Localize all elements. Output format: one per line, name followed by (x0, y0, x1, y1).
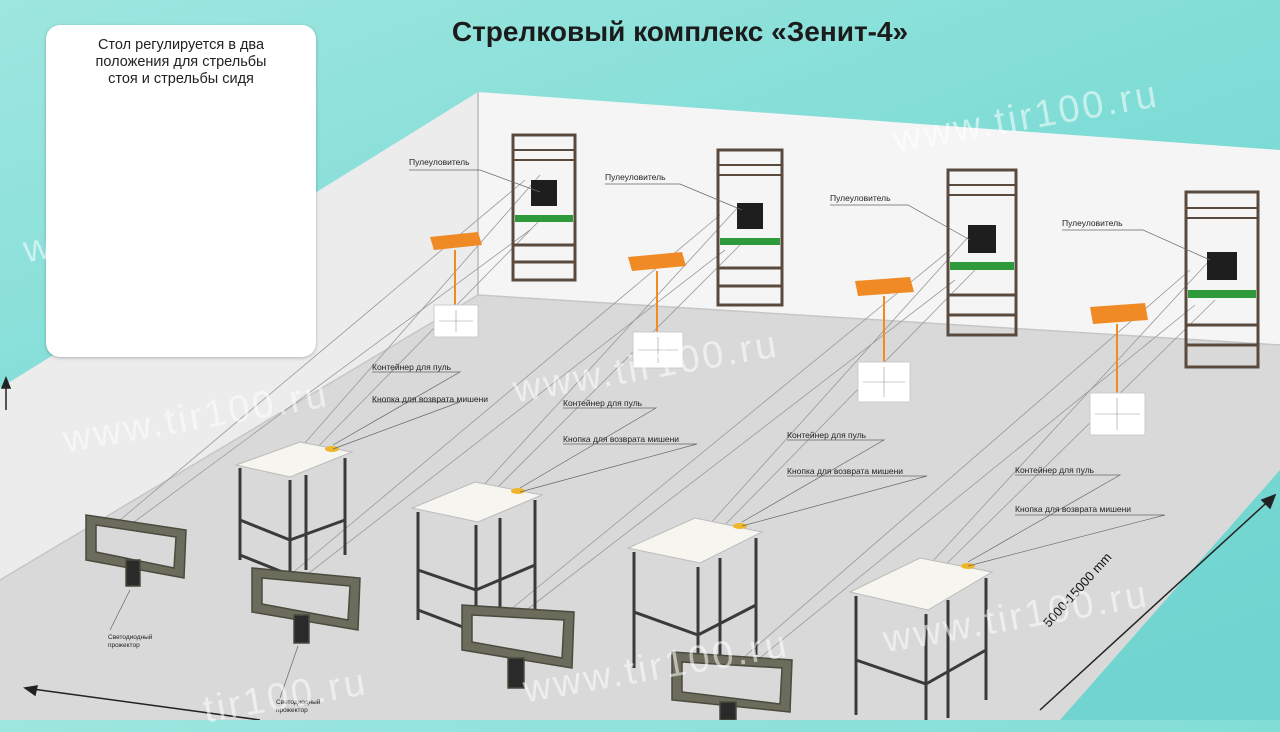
bullet-container-label-3: Контейнер для пуль (787, 430, 867, 440)
shooting-table-3 (626, 517, 764, 690)
return-button-label-3: Кнопка для возврата мишени (787, 466, 904, 476)
led-projector-3 (461, 604, 575, 689)
bullet-container-label-2: Контейнер для пуль (563, 398, 643, 408)
led-label-line-2: прожектор (276, 707, 308, 714)
guide-wires (119, 174, 1216, 671)
led-projector-4 (671, 651, 793, 720)
led-projector-label-2: Светодиодный прожектор (276, 699, 320, 715)
bullet-catcher-3 (946, 168, 1018, 337)
return-button-label-1: Кнопка для возврата мишени (372, 394, 489, 404)
target-carrier-3 (855, 277, 914, 403)
led-projector-2 (251, 567, 361, 644)
info-line-1: Стол регулируется в два (97, 37, 265, 53)
bullet-container-label-4: Контейнер для пуль (1015, 465, 1095, 475)
bullet-catcher-1 (511, 133, 577, 282)
bullet-container-label-1: Контейнер для пуль (372, 362, 452, 372)
bullet-catcher-label-1: Пулеуловитель (409, 157, 470, 167)
target-carrier-2 (628, 252, 686, 369)
info-line-2: положения для стрельбы (95, 54, 267, 70)
led-label-line-2: прожектор (108, 642, 140, 649)
bullet-catcher-label-3: Пулеуловитель (830, 193, 891, 203)
shooting-table-4 (848, 557, 994, 720)
callout-lines (109, 169, 1211, 699)
bullet-catcher-2 (716, 148, 784, 307)
led-projector-label-1: Светодиодный прожектор (108, 634, 152, 650)
bullet-catcher-label-2: Пулеуловитель (605, 172, 666, 182)
return-button-label-2: Кнопка для возврата мишени (563, 434, 680, 444)
page-title: Стрелковый комплекс «Зенит-4» (451, 16, 909, 47)
bullet-catcher-label-4: Пулеуловитель (1062, 218, 1123, 228)
info-line-3: стоя и стрельбы сидя (108, 71, 254, 87)
return-button-label-4: Кнопка для возврата мишени (1015, 504, 1132, 514)
target-carrier-4 (1089, 303, 1148, 436)
info-box: Стол регулируется в два положения для ст… (46, 25, 316, 357)
led-label-line-1: Светодиодный (108, 634, 153, 641)
dimension-arrow (0, 375, 1277, 720)
bullet-catcher-4 (1184, 190, 1260, 369)
led-projector-1 (85, 514, 187, 587)
info-text: Стол регулируется в два положения для ст… (56, 37, 306, 88)
shooting-table-1 (234, 441, 354, 580)
led-label-line-1: Светодиодный (276, 699, 321, 706)
target-carrier-1 (430, 232, 482, 338)
back-wall (478, 92, 1280, 345)
